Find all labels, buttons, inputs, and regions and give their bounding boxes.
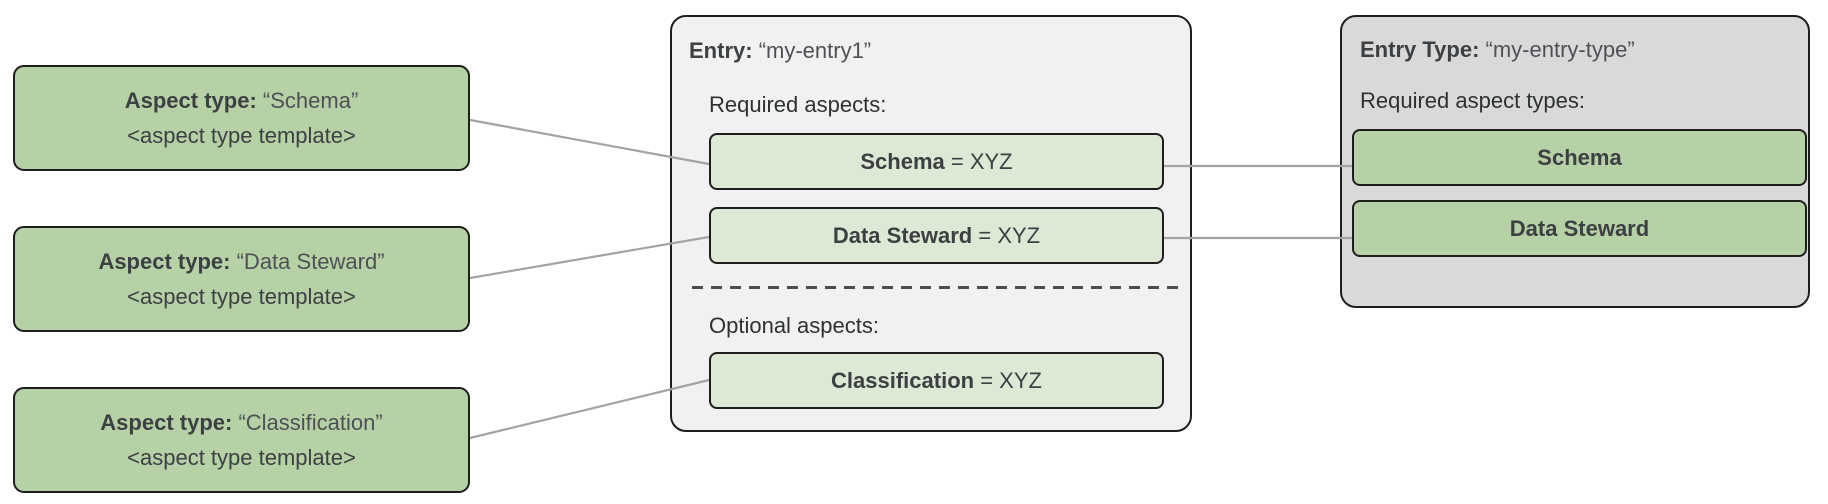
optional-aspect-classification: Classification = XYZ	[709, 352, 1164, 409]
aspect-name: Classification	[831, 367, 975, 393]
aspect-type-label: Aspect type:	[124, 87, 257, 113]
aspect-type-box-schema: Aspect type: “Schema” <aspect type templ…	[13, 65, 470, 171]
aspect-type-template: <aspect type template>	[127, 122, 356, 148]
aspect-type-name: “Data Steward”	[236, 248, 385, 274]
aspect-type-label: Aspect type:	[98, 248, 231, 274]
aspect-type-name: “Schema”	[262, 87, 359, 113]
required-aspect-data-steward: Data Steward = XYZ	[709, 207, 1164, 264]
aspect-value: = XYZ	[980, 367, 1042, 393]
aspect-name: Data Steward	[832, 222, 973, 248]
entry-title-label: Entry:	[689, 38, 753, 63]
aspect-type-name: “Classification”	[238, 409, 383, 435]
aspect-type-label: Aspect type:	[100, 409, 233, 435]
aspect-type-template: <aspect type template>	[127, 283, 356, 309]
aspect-type-title: Aspect type: “Data Steward”	[98, 248, 385, 274]
optional-aspects-label: Optional aspects:	[709, 313, 879, 338]
entry-title: Entry: “my-entry1”	[689, 38, 1160, 64]
aspect-value: = XYZ	[950, 148, 1013, 174]
required-aspect-types-label: Required aspect types:	[1360, 88, 1586, 113]
required-aspect-schema: Schema = XYZ	[709, 133, 1164, 190]
required-optional-divider	[692, 286, 1179, 289]
required-aspect-type-schema: Schema	[1352, 129, 1807, 186]
entry-title-value: “my-entry1”	[758, 38, 872, 63]
entry-type-title-value: “my-entry-type”	[1485, 37, 1635, 62]
aspect-name: Schema	[860, 148, 945, 174]
aspect-type-title: Aspect type: “Schema”	[124, 87, 359, 113]
entry-type-box: Entry Type: “my-entry-type” Required asp…	[1340, 15, 1810, 308]
required-aspects-label: Required aspects:	[709, 92, 887, 117]
aspect-value: = XYZ	[978, 222, 1041, 248]
entry-type-title: Entry Type: “my-entry-type”	[1360, 37, 1801, 63]
aspect-type-box-classification: Aspect type: “Classification” <aspect ty…	[13, 387, 470, 493]
aspect-type-template: <aspect type template>	[127, 444, 356, 470]
entry-type-title-label: Entry Type:	[1360, 37, 1480, 62]
entry-box: Entry: “my-entry1” Required aspects: Sch…	[670, 15, 1192, 432]
aspect-type-title: Aspect type: “Classification”	[100, 409, 383, 435]
required-aspect-type-data-steward: Data Steward	[1352, 200, 1807, 257]
aspect-type-box-data-steward: Aspect type: “Data Steward” <aspect type…	[13, 226, 470, 332]
